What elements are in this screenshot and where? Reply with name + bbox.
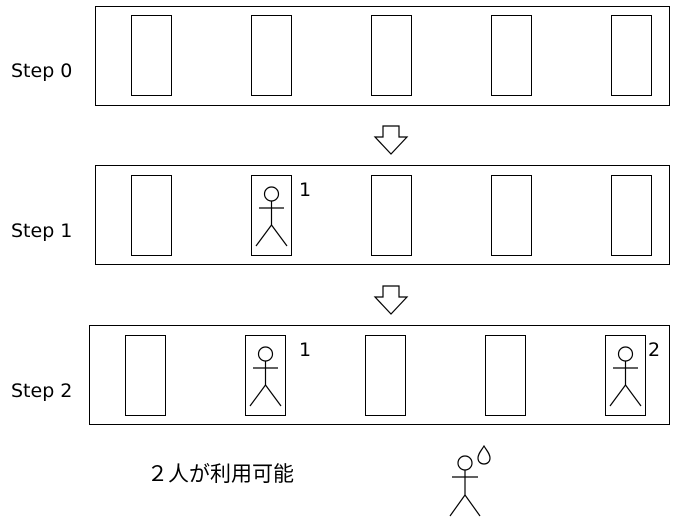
occupant-number: 1 — [299, 339, 312, 361]
step-1-stall-2 — [251, 175, 292, 256]
step-0-stall-1 — [131, 15, 172, 96]
step-1-frame — [95, 165, 670, 265]
step-1-stall-5 — [611, 175, 652, 256]
step-1-stall-3 — [371, 175, 412, 256]
step-0-stall-4 — [491, 15, 532, 96]
step-2-label: Step 2 — [11, 380, 73, 402]
step-1-stall-1 — [131, 175, 172, 256]
step-2-stall-5 — [605, 335, 646, 416]
step-0-stall-3 — [371, 15, 412, 96]
person-icon — [609, 346, 642, 407]
person-icon — [249, 346, 282, 407]
step-2-stall-1 — [125, 335, 166, 416]
step-0-stall-5 — [611, 15, 652, 96]
down-arrow-icon — [373, 125, 409, 155]
occupant-number: 2 — [648, 339, 661, 361]
step-2-stall-3 — [365, 335, 406, 416]
step-0-label: Step 0 — [11, 60, 73, 82]
availability-caption: ２人が利用可能 — [147, 462, 294, 486]
waiting-person-icon — [449, 444, 491, 517]
step-2-frame — [89, 325, 670, 425]
step-1-label: Step 1 — [11, 220, 73, 242]
down-arrow-icon — [373, 285, 409, 315]
step-0-frame — [95, 6, 670, 106]
step-2-stall-4 — [485, 335, 526, 416]
step-1-stall-4 — [491, 175, 532, 256]
step-0-stall-2 — [251, 15, 292, 96]
step-2-stall-2 — [245, 335, 286, 416]
occupant-number: 1 — [299, 179, 312, 201]
person-icon — [255, 186, 288, 247]
sweat-drop-icon — [477, 444, 491, 465]
